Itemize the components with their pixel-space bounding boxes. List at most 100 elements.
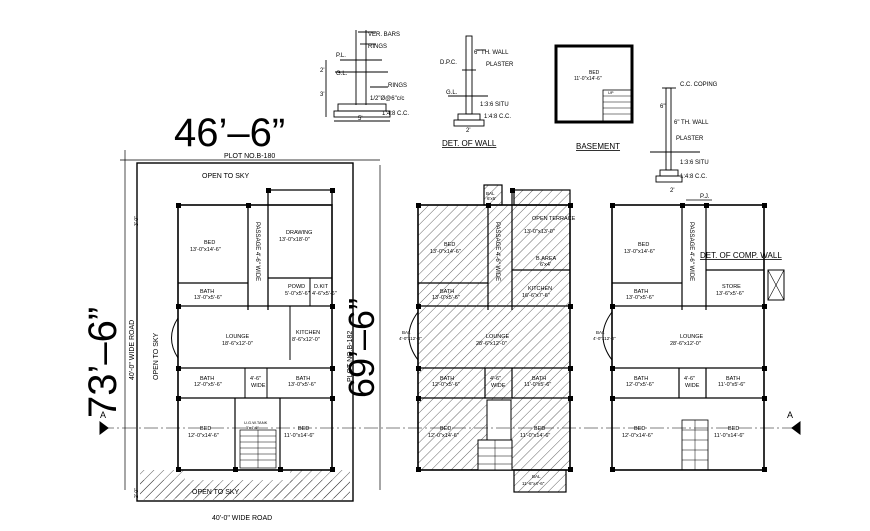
room-bed-1-size: 13'-0"x14'-6" — [624, 249, 655, 255]
footing-cc: 1:4:8 C.C. — [382, 111, 409, 117]
room-passage-2: 4'-6" — [250, 376, 261, 382]
room-bal-left: BAL — [596, 330, 605, 335]
passage-label: PASSAGE 4'-6" WIDE — [254, 222, 260, 281]
section-mark-left: A — [100, 410, 106, 420]
room-open-terrace: OPEN TERRACE — [532, 216, 576, 222]
room-bed-3: BED — [534, 426, 545, 432]
room-passage-2: 4'-6" — [490, 376, 501, 382]
passage-label: PASSAGE 4'-6" WIDE — [494, 222, 500, 281]
room-bed-1: BED — [204, 240, 215, 246]
ground-floor-plan — [120, 150, 381, 502]
first-floor-plan — [408, 184, 573, 493]
room-bed-2-size: 12'-0"x14'-6" — [428, 433, 459, 439]
comp-wall-dim-b: 2' — [670, 188, 674, 194]
room-bed-2: BED — [634, 426, 645, 432]
comp-wall-situ: 1:3:6 SITU — [680, 160, 709, 166]
room-bath-2-size: 12'-0"x5'-6" — [626, 382, 654, 388]
room-passage-2-wide: WIDE — [251, 383, 266, 389]
room-bath-3-size: 13'-0"x5'-6" — [288, 382, 316, 388]
room-bed-3: BED — [298, 426, 309, 432]
compound-wall-detail — [650, 87, 700, 183]
basement-room-size: 11'-0"x14'-6" — [574, 76, 602, 82]
height-dimension-left: 73’–6” — [81, 307, 125, 418]
footing-detail — [325, 30, 391, 122]
first-floor-room-labels: BAL 6'x6' OPEN TERRACE 13'-0"x13'-0" BED… — [399, 191, 576, 486]
room-bed-2: BED — [440, 426, 451, 432]
footing-bars: 1/2"Ø@6"c/c — [370, 96, 404, 102]
section-mark-right: A — [787, 410, 793, 420]
room-bed-1-size: 13'-0"x14'-6" — [190, 247, 221, 253]
room-bal-left: BAL — [402, 330, 411, 335]
room-bath-1: BATH — [634, 289, 648, 295]
ground-floor-room-labels: BED 13'-0"x14'-6" DRAWING 13'-0"x18'-0" … — [188, 230, 337, 439]
room-bed-1: BED — [444, 242, 455, 248]
room-bath-1-size: 13'-0"x5'-6" — [432, 295, 460, 301]
room-bath-2: BATH — [634, 376, 648, 382]
footing-dim-a: 2' — [320, 68, 324, 74]
room-store: STORE — [722, 284, 741, 290]
open-to-sky-top: OPEN TO SKY — [202, 173, 250, 180]
room-powd: POWD — [288, 284, 305, 290]
comp-wall-plaster: PLASTER — [676, 136, 704, 142]
open-to-sky-side: OPEN TO SKY — [153, 332, 160, 380]
room-passage-2-wide: WIDE — [685, 383, 700, 389]
second-floor-room-labels: P.J. BED 13'-0"x14'-6" PASSAGE 4'-6" WID… — [593, 194, 782, 439]
wall-gl: G.L. — [446, 90, 458, 96]
basement-title: BASEMENT — [576, 142, 620, 151]
room-bath-3-size: 11'-0"x5'-6" — [524, 382, 551, 388]
comp-wall-coping: C.C. COPING — [680, 82, 718, 88]
footing-gl: G.L. — [336, 71, 348, 77]
room-drawing: DRAWING — [286, 230, 312, 236]
wall-cc: 1:4:8 C.C. — [484, 114, 511, 120]
room-lounge: LOUNGE — [226, 334, 250, 340]
wall-detail-title: DET. OF WALL — [442, 139, 497, 148]
room-bath-3-size: 11'-0"x5'-6" — [718, 382, 745, 388]
room-bath-2: BATH — [440, 376, 454, 382]
room-bed-3-size: 11'-0"x14'-6" — [520, 433, 550, 439]
room-bal-bottom: BAL — [532, 474, 541, 479]
basement-up: UP — [608, 90, 614, 95]
comp-wall-cc: 1:4:8 C.C. — [680, 174, 707, 180]
room-bal-bottom-size: 11'-6"x4'-6" — [522, 481, 545, 486]
room-passage-2: 4'-6" — [684, 376, 695, 382]
footing-ver-bars: VER. BARS — [368, 32, 400, 38]
room-bed-1-size: 13'-0"x14'-6" — [430, 249, 461, 255]
wall-dpc: D.P.C. — [440, 60, 457, 66]
room-bed-3-size: 11'-0"x14'-6" — [284, 433, 314, 439]
room-bed-2: BED — [200, 426, 211, 432]
room-lounge-size: 28'-6"x12'-0" — [670, 341, 701, 347]
room-kitchen: KITCHEN — [296, 330, 320, 336]
room-powd-size: 5'-0"x5'-6" — [285, 291, 310, 297]
room-kitchen-size: 8'-6"x12'-0" — [292, 337, 320, 343]
room-bal-left-size: 4'-0"x12'-0" — [593, 336, 616, 341]
section-line — [99, 421, 801, 435]
room-lounge: LOUNGE — [680, 334, 704, 340]
room-bath-1-size: 13'-0"x5'-6" — [194, 295, 222, 301]
road-bottom: 40'-0" WIDE ROAD — [212, 515, 272, 522]
room-bath-2: BATH — [200, 376, 214, 382]
room-b-area: B.AREA — [536, 256, 557, 262]
plot-number: PLOT NO.B-180 — [224, 153, 275, 160]
footing-pl: P.L. — [336, 53, 346, 59]
room-kitchen-size: 16'-6"x7'-6" — [522, 293, 550, 299]
width-dimension: 46’–6” — [174, 111, 285, 155]
room-bal-top: BAL — [486, 191, 495, 196]
footing-rings-2: RINGS — [388, 83, 407, 89]
room-bal-top-size: 6'x6' — [487, 196, 496, 201]
footing-dim-b: 3' — [320, 92, 324, 98]
open-to-sky-bottom: OPEN TO SKY — [192, 489, 240, 496]
basement-detail — [554, 44, 634, 124]
room-kitchen: KITCHEN — [528, 286, 552, 292]
room-bath-2-size: 12'-0"x5'-6" — [194, 382, 222, 388]
room-bed-2-size: 12'-0"x14'-6" — [188, 433, 219, 439]
road-side: 40'-0" WIDE ROAD — [129, 320, 136, 380]
room-bath-3: BATH — [726, 376, 740, 382]
room-passage-2-wide: WIDE — [491, 383, 506, 389]
room-bed-2-size: 12'-0"x14'-6" — [622, 433, 653, 439]
room-b-area-size: 6'x4' — [540, 262, 551, 268]
room-stair-tank: U.G.W.TANK — [244, 420, 268, 425]
comp-wall-title: DET. OF COMP. WALL — [700, 251, 782, 260]
plot-number-right: PLOT NO.B-182 — [347, 331, 354, 382]
pj-label: P.J. — [700, 194, 710, 200]
room-bath-1: BATH — [200, 289, 214, 295]
